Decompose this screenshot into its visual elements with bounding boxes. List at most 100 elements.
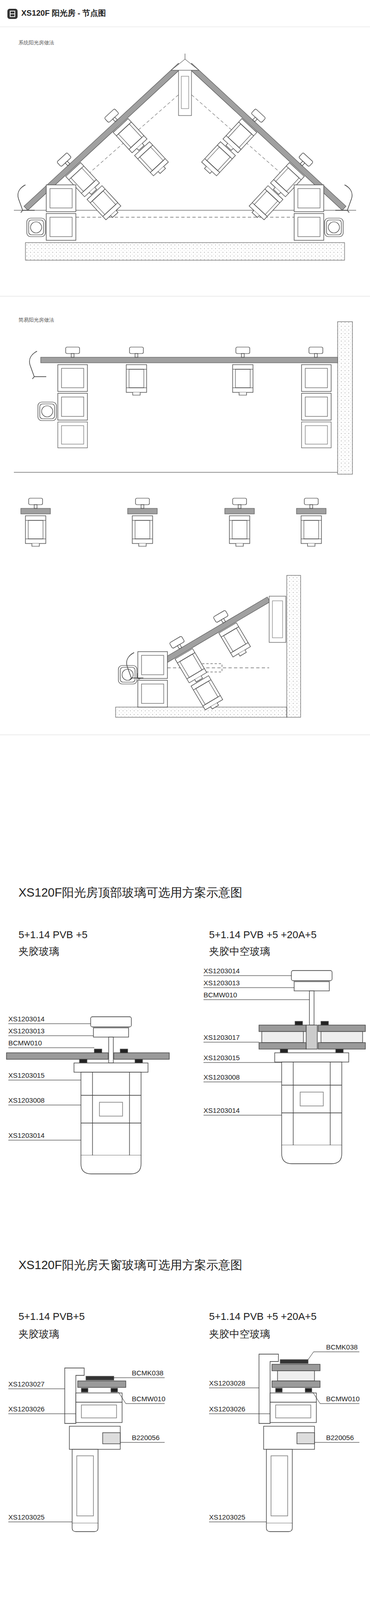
drawing-line [13,472,338,474]
drawing-rect [305,425,328,445]
drawing-rect [69,1427,121,1451]
glass-spec: 夹胶中空玻璃 [209,1329,271,1342]
drawing-rect [337,321,353,475]
drawing-path [72,1524,99,1533]
drawing-line [8,1105,81,1107]
drawing-use [191,676,224,713]
drawing-use [57,364,88,421]
skylight-insulated-profile [259,1355,321,1533]
part-number: XS1203008 [8,1097,45,1106]
glass-spec: 5+1.14 PVB +5 [18,929,88,942]
drawing-rect [178,69,192,116]
drawing-line [270,1402,317,1404]
drawing-line [10,13,15,15]
part-number: XS1203013 [203,979,240,988]
drawing-line [8,1389,65,1391]
drawing-rect [10,11,15,17]
drawing-rect [286,575,301,718]
header [0,8,370,27]
drawing-use [169,636,187,653]
part-number: XS1203013 [8,1027,45,1036]
simple-sunroom-section [13,321,353,547]
drawing-use [232,498,247,509]
drawing-use [294,185,324,241]
drawing-rect [259,1043,307,1050]
part-number: XS1203014 [203,967,240,976]
drawing-rect [94,1049,102,1054]
drawing-rect [81,1389,88,1394]
drawing-rect [57,422,88,449]
drawing-line [8,1414,76,1416]
drawing-rect [72,1450,99,1525]
drawing-line [203,1042,259,1044]
drawing-path [266,1524,293,1533]
drawing-rect [305,1389,312,1394]
drawing-rect [81,1406,117,1419]
drawing-rect [270,1393,317,1424]
drawing-line [314,1443,360,1444]
drawing-rect [261,1032,304,1044]
drawing-rect [75,1393,123,1424]
drawing-line [8,1523,73,1524]
drawing-rect [108,1037,114,1064]
drawing-rect [181,76,189,109]
drawing-rect [25,242,345,261]
drawing-use [218,623,252,660]
drawing-g [17,55,225,257]
skylight-laminated-profile [64,1369,126,1533]
drawing-rect [266,1450,293,1525]
drawing-line [113,1378,165,1380]
drawing-use [29,351,47,380]
part-number: XS1203028 [209,1380,246,1389]
drawing-line [8,1036,94,1037]
drawing-rect [86,1377,114,1382]
drawing-line [203,976,292,977]
section-heading: XS120F阳光房顶部玻璃可选用方案示意图 [18,886,243,901]
drawing-rect [296,508,327,515]
drawing-rect [259,1025,307,1033]
drawing-rect [61,425,84,445]
drawing-rect [93,1028,129,1038]
drawing-rect [271,1365,321,1372]
drawing-use [37,402,57,421]
part-number: B220056 [131,1434,160,1443]
drawing-line [120,1443,165,1444]
drawing-rect [7,8,18,19]
section-note: 系统阳光房做法 [18,39,55,46]
drawing-g [335,185,352,213]
drawing-use [301,516,322,547]
drawing-rect [77,1381,126,1389]
drawing-line [209,1388,259,1390]
part-number: BCMW010 [131,1395,166,1405]
drawing-rect [309,991,315,1026]
drawing-use [137,652,168,708]
drawing-g [130,588,303,734]
drawing-line [203,1000,310,1001]
drawing-rect [127,508,158,515]
drawing-use [229,516,250,547]
drawing-rect [6,1053,109,1061]
drawing-use [65,347,80,358]
part-number: XS1203014 [8,1132,45,1141]
drawing-line [203,988,295,989]
drawing-rect [20,508,51,515]
part-number: XS1203026 [8,1406,45,1415]
drawing-rect [275,1389,283,1394]
part-number: BCMW010 [203,991,238,1000]
part-number: XS1203008 [203,1073,240,1083]
drawing-rect [275,1406,311,1419]
drawing-rect [301,422,332,449]
drawing-line [75,1402,123,1404]
glass-spec: 5+1.14 PVB +5 +20A+5 [209,929,317,942]
drawing-use [213,610,231,627]
drawing-use [132,516,153,547]
drawing-use [324,218,344,237]
drawing-line [209,1414,271,1416]
drawing-g [20,498,327,547]
drawing-rect [90,1017,132,1028]
drawing-rect [271,1381,321,1389]
drawing-rect [295,1022,303,1026]
drawing-use [308,347,323,358]
drawing-path [171,59,199,71]
